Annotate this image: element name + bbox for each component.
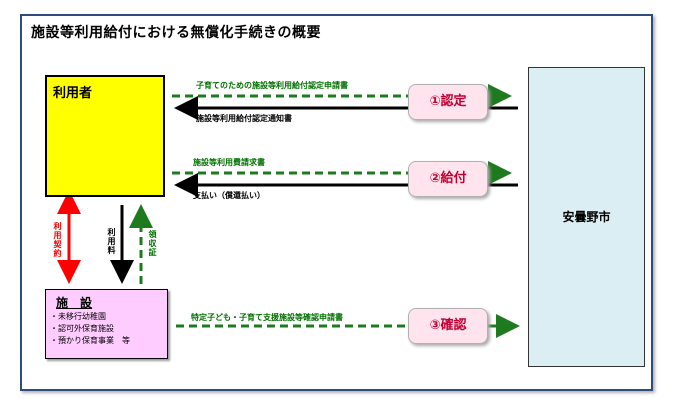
label-fee: 利用料 (107, 228, 116, 255)
facility-list-item: ・未移行幼稚園 (50, 312, 106, 321)
user-box: 利用者 (45, 75, 165, 197)
label-payment-made: 支払い（償還払い） (193, 191, 265, 200)
label-cert-notice: 施設等利用給付認定通知書 (196, 114, 292, 123)
facility-list-item: ・認可外保育施設 (50, 324, 114, 333)
label-payment-claim: 施設等利用費請求書 (193, 158, 265, 167)
city-label: 安曇野市 (562, 210, 611, 224)
facility-label: 施 設 (56, 296, 93, 310)
facility-list-item: ・預かり保育事業 等 (50, 336, 130, 345)
step-confirm: ③確認 (408, 308, 488, 344)
label-contract: 利用契約 (53, 222, 62, 258)
step-certify: ①認定 (408, 84, 488, 120)
user-label: 利用者 (53, 86, 93, 101)
facility-box: 施 設 ・未移行幼稚園 ・認可外保育施設 ・預かり保育事業 等 (45, 289, 168, 359)
city-box: 安曇野市 (528, 67, 645, 367)
label-cert-application: 子育てのための施設等利用給付認定申請書 (196, 81, 348, 90)
facility-list: ・未移行幼稚園 ・認可外保育施設 ・預かり保育事業 等 (50, 311, 130, 347)
label-receipt: 領収証 (148, 230, 157, 257)
diagram-title: 施設等利用給付における無償化手続きの概要 (31, 25, 321, 41)
step-payment: ②給付 (408, 161, 488, 197)
label-confirm-application: 特定子ども・子育て支援施設等確認申請書 (191, 313, 343, 322)
